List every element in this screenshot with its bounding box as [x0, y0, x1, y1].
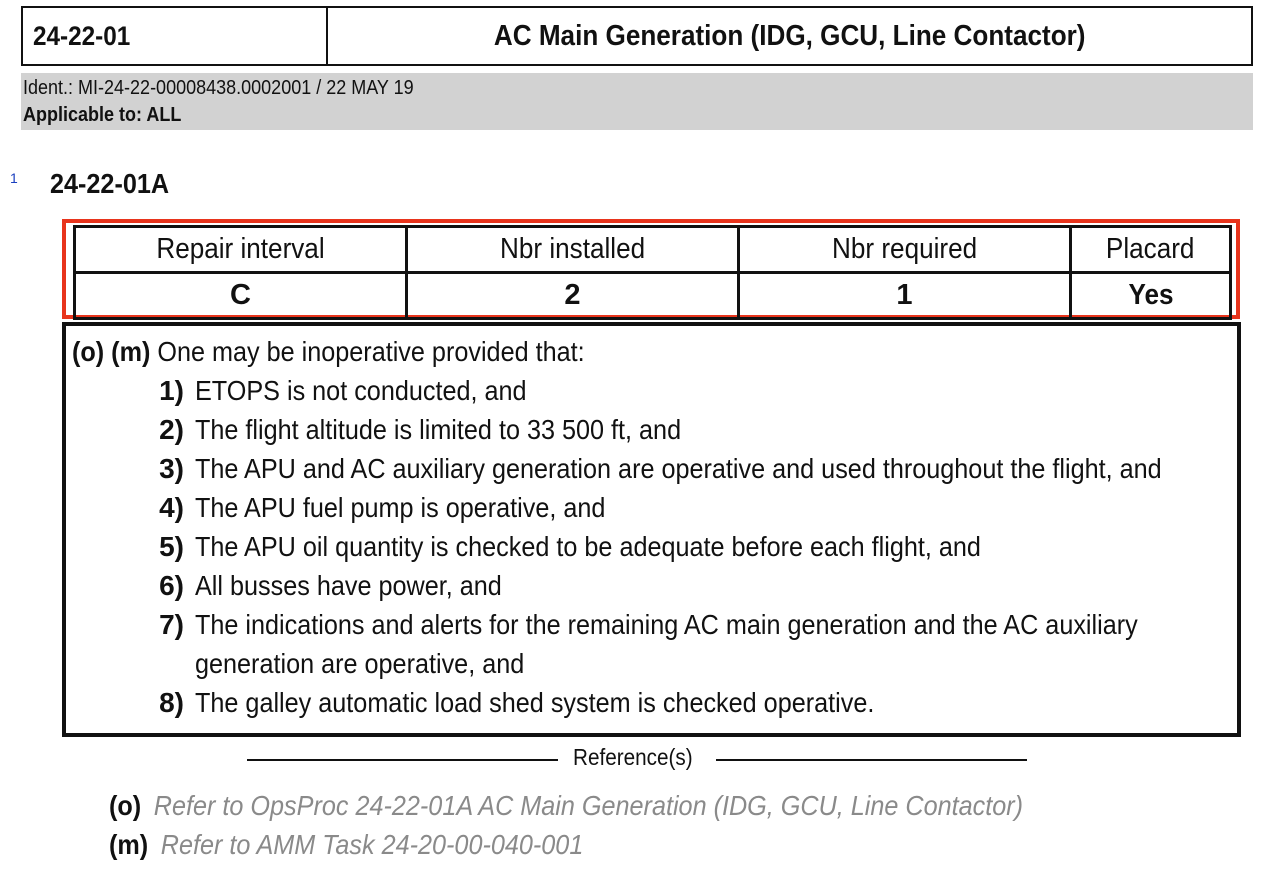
- interval-table-header-row: Repair interval Nbr installed Nbr requir…: [73, 225, 1232, 274]
- task-code-text: 24-22-01: [33, 20, 131, 51]
- value-nbr-required: 1: [737, 271, 1072, 320]
- value-nbr-installed: 2: [405, 271, 740, 320]
- references-heading: Reference(s): [573, 744, 693, 770]
- reference-item: (o) Refer to OpsProc 24-22-01A AC Main Ge…: [109, 788, 1125, 824]
- task-title: AC Main Generation (IDG, GCU, Line Conta…: [328, 8, 1251, 64]
- reference-link[interactable]: Refer to OpsProc 24-22-01A AC Main Gener…: [153, 790, 1024, 821]
- revision-mark: 1: [10, 170, 18, 186]
- value-placard: Yes: [1069, 271, 1232, 320]
- applicability-line: Applicable to: ALL: [23, 104, 182, 126]
- header-nbr-required: Nbr required: [737, 225, 1072, 274]
- reference-divider-right: [716, 759, 1027, 761]
- conditions-box: (o) (m) One may be inoperative provided …: [62, 322, 1241, 737]
- conditions-prefix: (o) (m): [72, 336, 151, 367]
- section-id: 24-22-01A: [50, 168, 170, 199]
- conditions-intro-text: One may be inoperative provided that:: [157, 336, 585, 367]
- value-repair-interval: C: [73, 271, 408, 320]
- reference-label: (m): [109, 829, 149, 860]
- reference-link[interactable]: Refer to AMM Task 24-20-00-040-001: [160, 829, 584, 860]
- conditions-intro: (o) (m) One may be inoperative provided …: [72, 334, 642, 370]
- interval-table: Repair interval Nbr installed Nbr requir…: [73, 225, 1232, 320]
- ident-line: Ident.: MI-24-22-00008438.0002001 / 22 M…: [23, 77, 414, 99]
- task-title-text: AC Main Generation (IDG, GCU, Line Conta…: [493, 19, 1086, 52]
- ident-band: Ident.: MI-24-22-00008438.0002001 / 22 M…: [21, 73, 1253, 130]
- header-placard: Placard: [1069, 225, 1232, 274]
- header-nbr-installed: Nbr installed: [405, 225, 740, 274]
- reference-item: (m) Refer to AMM Task 24-20-00-040-001: [109, 827, 636, 863]
- interval-table-value-row: C 2 1 Yes: [73, 271, 1232, 320]
- header-repair-interval: Repair interval: [73, 225, 408, 274]
- reference-label: (o): [109, 790, 142, 821]
- task-code: 24-22-01: [23, 8, 328, 64]
- reference-divider-left: [247, 759, 558, 761]
- document-title-bar: 24-22-01 AC Main Generation (IDG, GCU, L…: [21, 6, 1253, 66]
